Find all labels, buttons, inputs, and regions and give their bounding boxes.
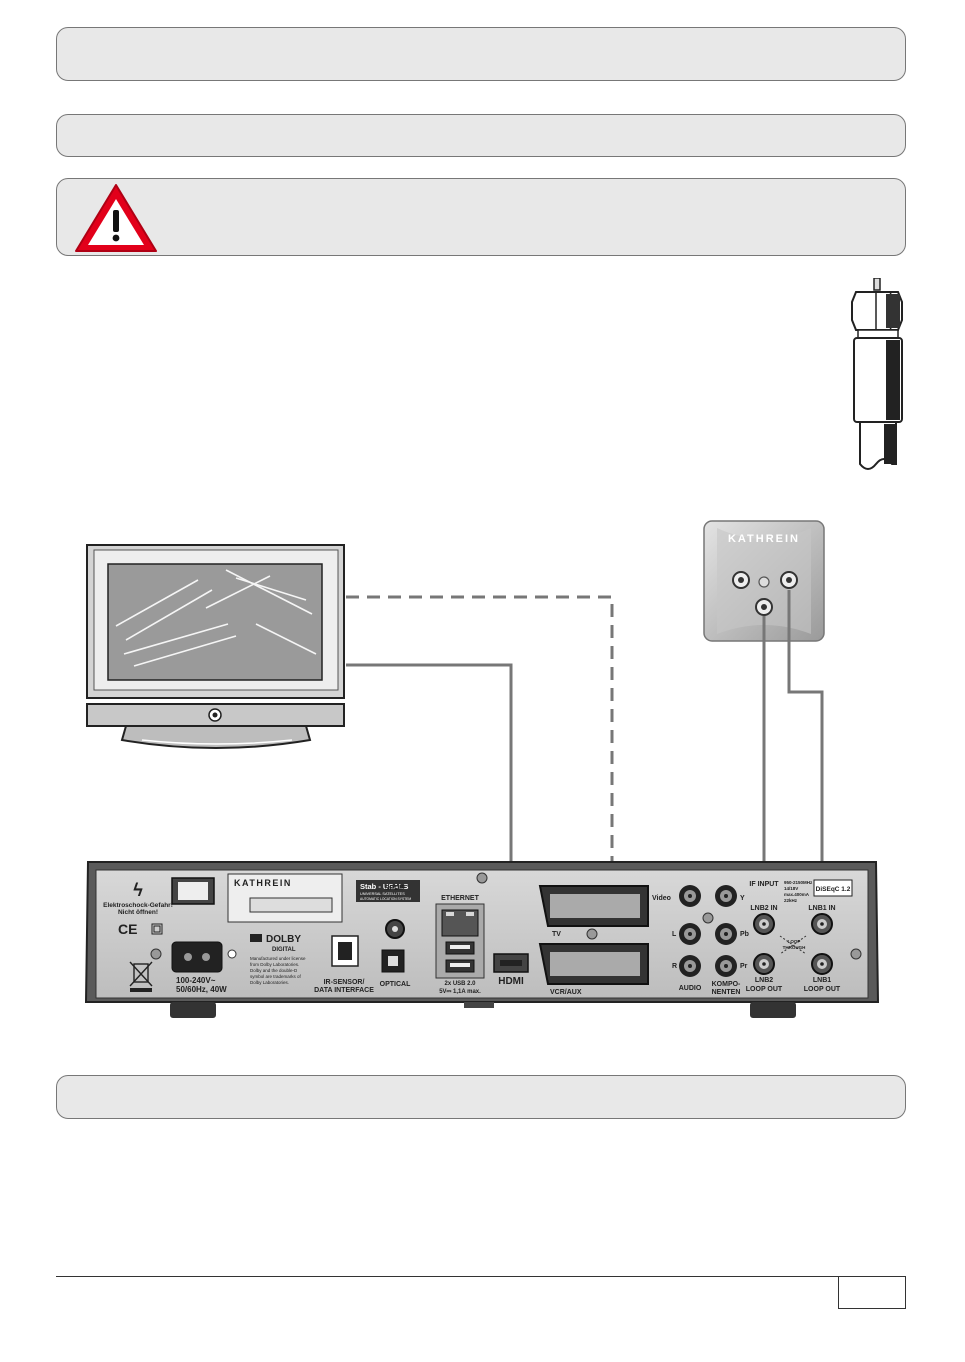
receiver-rear-panel: ϟ Elektroschock-Gefahr! Nicht öffnen! CE… (84, 861, 880, 1018)
if-spec-line1: 950-2150MHz (784, 880, 813, 885)
usals-line2: UNIVERSAL SATELLITES (360, 892, 405, 896)
audio-label: AUDIO (679, 985, 702, 992)
component-label-line2: NENTEN (712, 989, 741, 996)
loop-through-line1: LOOP (788, 939, 801, 944)
dolby-note-line2: from Dolby Laboratories. (250, 962, 299, 967)
lnb-f-connectors (753, 913, 833, 975)
dolby-note-line5: Dolby Laboratories. (250, 980, 289, 985)
usals-line3: AUTOMATIC LOCATION SYSTEM (360, 897, 411, 901)
component-pr-label: Pr (740, 963, 748, 970)
lnb2-out-label-line1: LNB2 (755, 977, 773, 984)
loop-through-line2: THROUGH (783, 945, 806, 950)
lnb1-out-label-line2: LOOP OUT (804, 986, 841, 993)
audio-r-label: R (672, 963, 677, 970)
audio-l-label: L (672, 931, 677, 938)
dolby-digital-label: DIGITAL (272, 947, 296, 953)
lnb1-out-label-line1: LNB1 (813, 977, 831, 984)
hdmi-label: HDMI (498, 976, 524, 987)
ce-mark: CE (118, 921, 137, 937)
dolby-logo: DOLBY (266, 934, 301, 945)
if-spec-line3: max.400mA (784, 892, 810, 897)
rca-ports (679, 885, 737, 977)
section-header-box-4 (56, 1075, 906, 1119)
warning-triangle-icon (75, 184, 157, 252)
weee-bin-icon (129, 961, 153, 987)
receiver-brand: KATHREIN (234, 878, 292, 888)
section-header-box-2 (56, 114, 906, 157)
ir-sensor-label-line2: DATA INTERFACE (314, 987, 374, 994)
dolby-note-line3: Dolby and the double-D (250, 968, 298, 973)
component-y-label: Y (740, 895, 745, 902)
ir-sensor-label-line1: IR-SENSOR/ (324, 979, 365, 986)
component-label-line1: KOMPO- (712, 981, 741, 988)
if-input-label: IF INPUT (749, 881, 779, 888)
dolby-note-line1: Manufactured under license (250, 956, 306, 961)
video-label: Video (652, 895, 671, 902)
ethernet-label: ETHERNET (441, 895, 479, 902)
hdmi-cable (346, 663, 513, 948)
component-pb-label: Pb (740, 931, 749, 938)
lnb1-in-label: LNB1 IN (808, 905, 835, 912)
scart-vcr-label: VCR/AUX (550, 989, 582, 996)
optical-label: OPTICAL (380, 981, 411, 988)
if-spec-line2: 14/18V (784, 886, 798, 891)
warning-box (56, 178, 906, 256)
lnb2-in-label: LNB2 IN (750, 905, 777, 912)
footer-rule (56, 1276, 838, 1277)
spdif-label: SPDIF (385, 885, 406, 892)
television-illustration (86, 544, 345, 749)
lnb2-out-label-line2: LOOP OUT (746, 986, 783, 993)
shock-warning-line2: Nicht öffnen! (118, 909, 158, 916)
svg-text:ϟ: ϟ (133, 880, 143, 900)
usb-label-line1: 2x USB 2.0 (444, 981, 476, 987)
scart-tv-label: TV (552, 931, 561, 938)
section-header-box-1 (56, 27, 906, 81)
wall-socket-brand: KATHREIN (728, 533, 800, 545)
usb-label-line2: 5V⎓ 1,1A max. (439, 989, 481, 995)
usals-title: Stab - USALS (360, 882, 408, 891)
lnb1-cable (787, 590, 824, 908)
dolby-note-line4: symbol are trademarks of (250, 974, 302, 979)
power-socket[interactable] (171, 941, 223, 973)
power-label-line2: 50/60Hz, 40W (176, 985, 227, 994)
page-number-box (838, 1276, 906, 1309)
if-spec-line4: 22kHz (784, 898, 798, 903)
shock-warning-line1: Elektroschock-Gefahr! (103, 902, 173, 909)
f-connector-plug-illustration (851, 278, 903, 470)
diseqc-logo: DiSEqC 1.2 (816, 886, 851, 893)
scart-cable-dashed (346, 595, 614, 912)
power-label-line1: 100-240V~ (176, 976, 216, 985)
